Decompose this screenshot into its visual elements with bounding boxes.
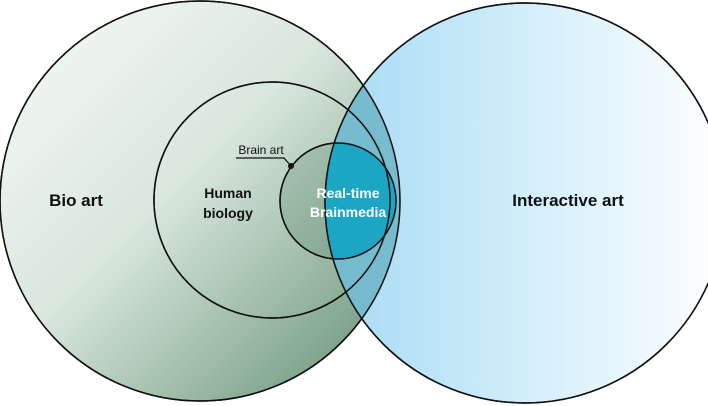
realtime-brainmedia-core — [325, 143, 396, 259]
human-biology-label-line1: Human — [204, 185, 251, 201]
realtime-brainmedia-label-line1: Real-time — [316, 185, 379, 201]
brain-art-outline — [279, 142, 397, 260]
bio-art-label: Bio art — [49, 191, 103, 210]
human-biology-label-line2: biology — [203, 205, 253, 221]
bio-art-outline — [0, 0, 401, 402]
brain-art-leader-dot — [288, 163, 294, 169]
realtime-brainmedia-label-line2: Brainmedia — [310, 204, 386, 220]
interactive-art-label: Interactive art — [512, 191, 624, 210]
interactive-art-outline — [324, 2, 708, 404]
brain-art-leader-line — [236, 157, 292, 167]
brain-art-label: Brain art — [238, 143, 284, 157]
human-biology-outline — [153, 81, 391, 319]
